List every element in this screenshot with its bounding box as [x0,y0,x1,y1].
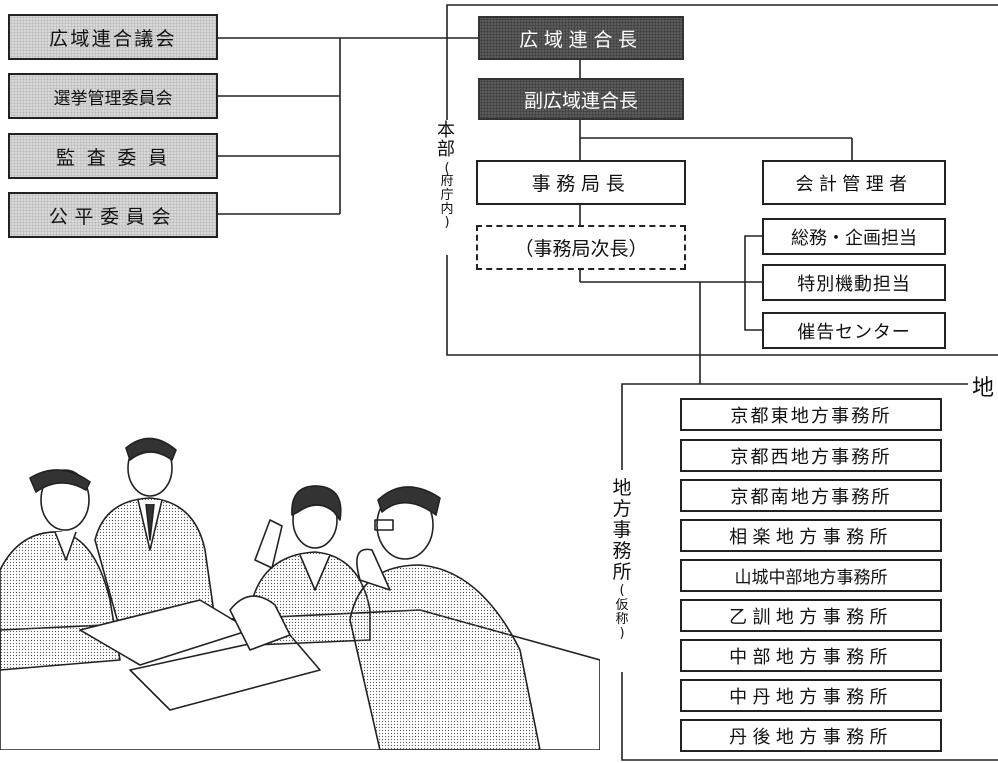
chair-box: 広域連合長 [478,16,684,60]
hq-unit-label: 総務・企画担当 [791,227,917,249]
committee-election: 選挙管理委員会 [8,73,218,119]
regional-office: 相楽地方事務所 [680,519,942,552]
regional-edge-label: 地 [970,370,995,402]
committee-audit-label: 監 査 委 員 [55,146,171,169]
regional-office: 丹後地方事務所 [680,719,942,752]
regional-office-label: 京都東地方事務所 [730,405,892,427]
hq-label-main: 本部 [437,120,455,160]
committee-assembly-label: 広域連合議会 [49,27,177,50]
committee-fairness-label: 公平委員会 [48,205,178,228]
committee-audit: 監 査 委 員 [8,133,218,179]
regional-label-main: 地方事務所 [612,477,632,583]
hq-label-sub-wrap: (府庁内) [440,160,454,231]
regional-office-label: 山城中部地方事務所 [734,568,888,588]
regional-office-label: 中丹地方事務所 [729,686,893,708]
committee-fairness: 公平委員会 [8,192,218,238]
hq-unit-demand-center: 催告センター [762,312,946,349]
vice-chair-label: 副広域連合長 [523,89,638,112]
regional-office: 乙訓地方事務所 [680,599,942,632]
accountant-label: 会計管理者 [795,173,913,195]
secretary-general-box: 事務局長 [476,160,686,205]
regional-office: 山城中部地方事務所 [680,559,942,592]
regional-office: 中丹地方事務所 [680,679,942,712]
accountant-box: 会計管理者 [762,160,946,205]
chair-label: 広域連合長 [519,28,643,51]
regional-label: 地方事務所 (仮称) [611,478,633,642]
vice-chair-box: 副広域連合長 [478,78,684,120]
deputy-secretary-label: （事務局次長） [514,238,648,260]
regional-office-label: 乙訓地方事務所 [729,606,893,628]
committee-assembly: 広域連合議会 [8,14,218,60]
regional-office: 京都西地方事務所 [680,439,942,472]
regional-office-label: 京都南地方事務所 [730,486,892,508]
hq-label: 本部 (府庁内) [436,120,458,231]
deputy-secretary-box: （事務局次長） [476,225,686,270]
secretary-general-label: 事務局長 [531,173,631,195]
regional-office-label: 丹後地方事務所 [729,726,893,748]
hq-unit-label: 催告センター [797,321,911,343]
regional-office-label: 中部地方事務所 [729,646,893,668]
regional-office: 京都南地方事務所 [680,479,942,512]
hq-label-sub: 府庁内 [440,174,454,217]
regional-office-label: 京都西地方事務所 [730,446,892,468]
regional-label-sub-wrap: (仮称) [615,583,629,642]
regional-office: 中部地方事務所 [680,639,942,672]
business-meeting-illustration [0,437,600,750]
hq-unit-label: 特別機動担当 [797,273,911,295]
regional-office: 京都東地方事務所 [680,398,942,431]
regional-office-label: 相楽地方事務所 [729,526,893,548]
hq-unit-special-mobile: 特別機動担当 [762,264,946,301]
regional-label-sub: 仮称 [615,597,629,628]
committee-election-label: 選挙管理委員会 [53,88,173,109]
hq-unit-general-affairs: 総務・企画担当 [762,218,946,255]
